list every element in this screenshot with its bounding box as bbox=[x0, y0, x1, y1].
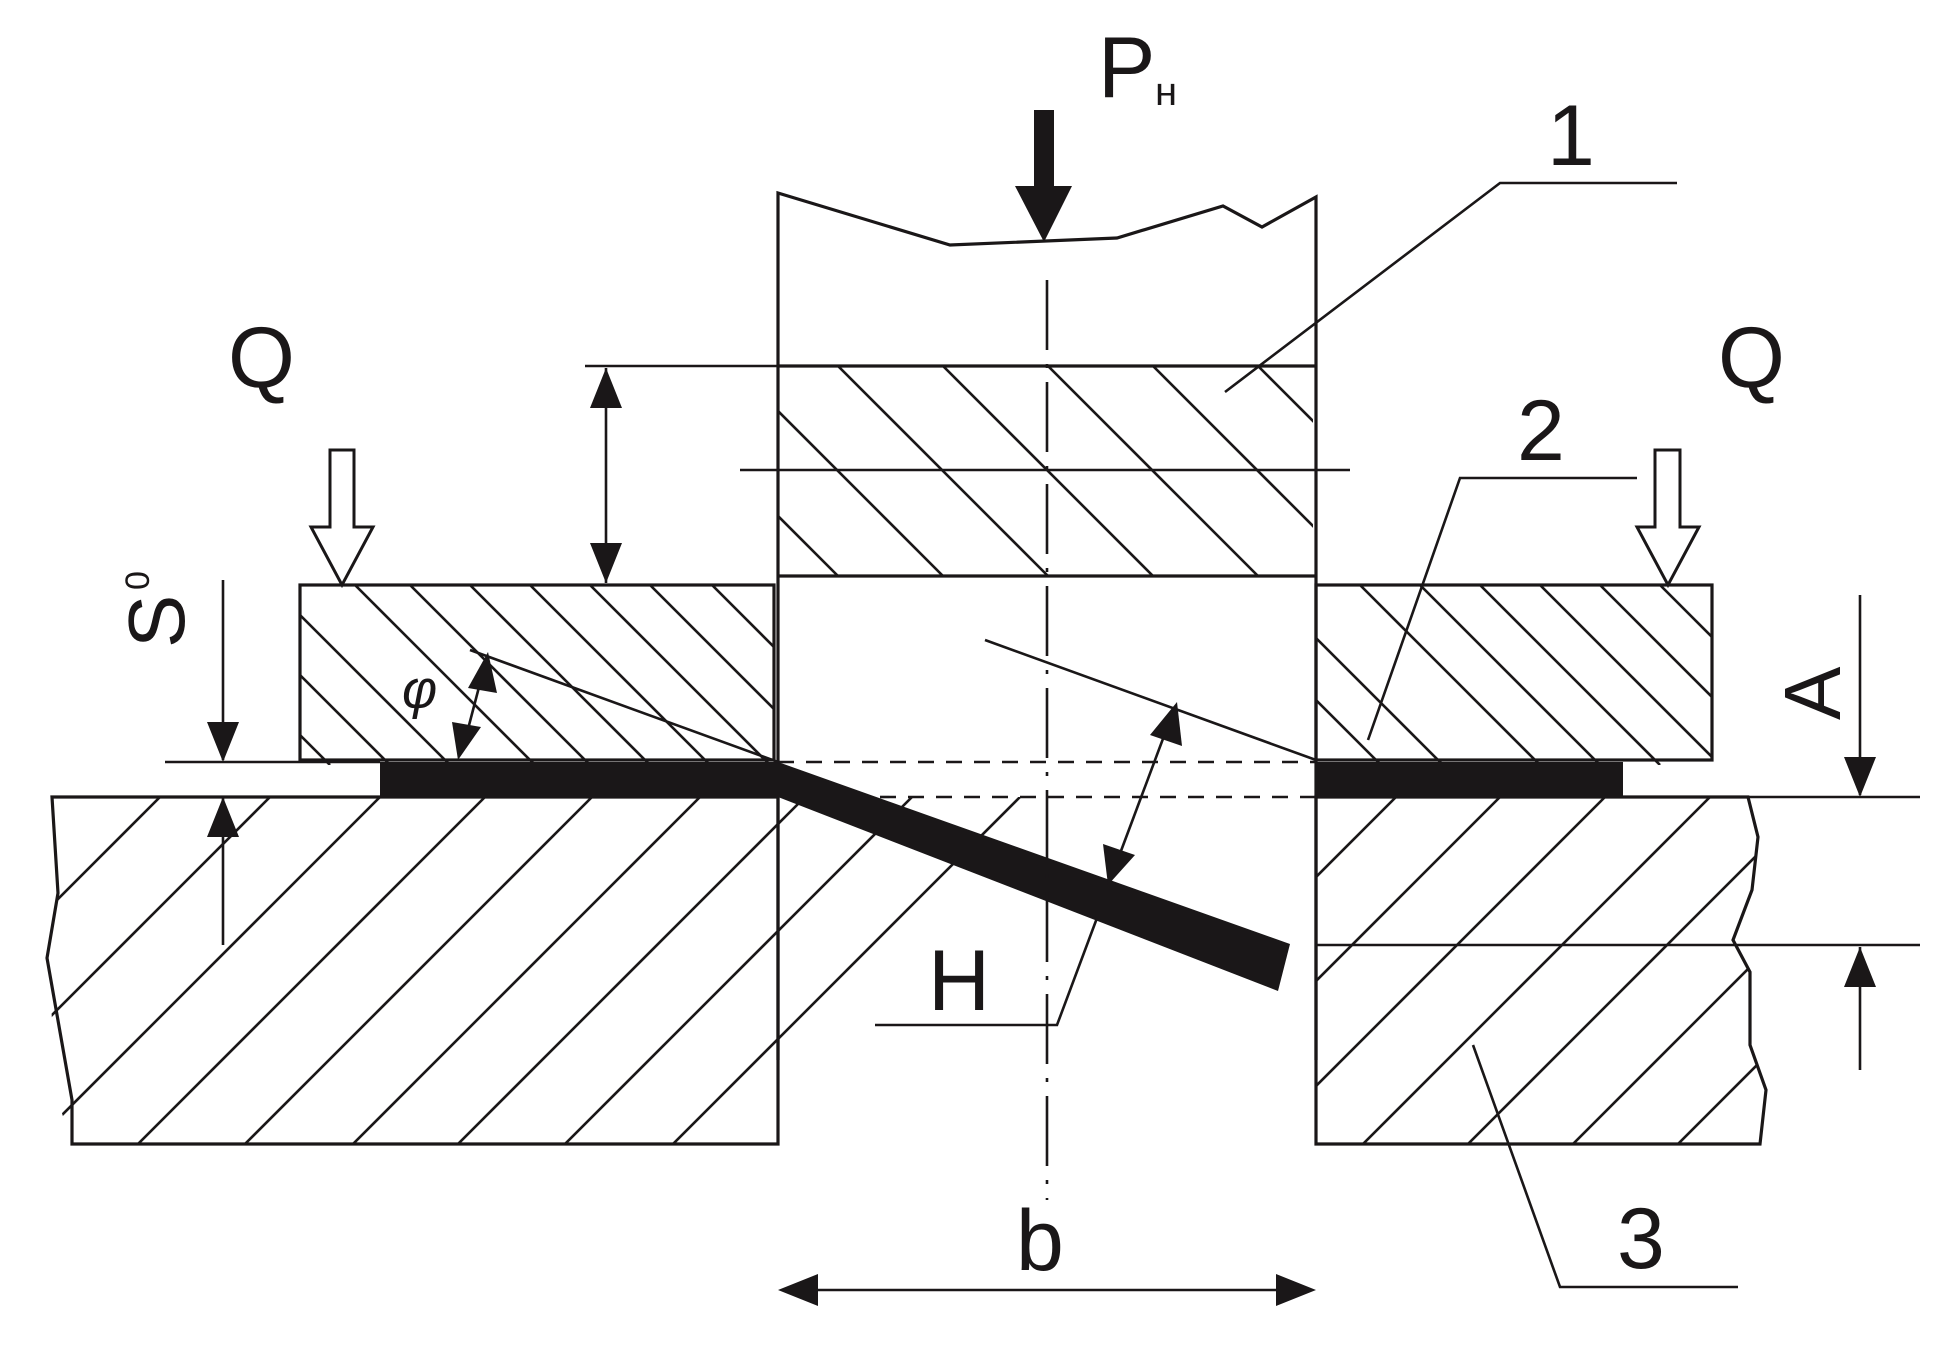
label-clamp-right: Q bbox=[1718, 310, 1785, 406]
blank-holder-left-outline bbox=[298, 583, 776, 762]
label-height: H bbox=[928, 933, 990, 1029]
label-force-punch: P bbox=[1098, 20, 1155, 116]
dimension-thickness bbox=[207, 580, 239, 945]
clamp-arrow-left bbox=[308, 448, 376, 589]
label-part-2: 2 bbox=[1517, 383, 1565, 479]
leader-part-1 bbox=[1224, 181, 1677, 394]
die-left-outline bbox=[45, 795, 780, 1146]
label-dimension-a: A bbox=[1768, 666, 1857, 720]
dimension-holder-height bbox=[585, 364, 778, 583]
label-part-3: 3 bbox=[1617, 1191, 1665, 1287]
blank-holder-left bbox=[298, 583, 776, 765]
sheet-left bbox=[380, 762, 778, 797]
force-arrow-punch bbox=[1015, 110, 1072, 242]
label-force-punch-subscript: н bbox=[1155, 70, 1177, 114]
label-width: b bbox=[1016, 1193, 1064, 1289]
angle-phi-line-right bbox=[984, 638, 1317, 762]
label-angle: φ bbox=[402, 660, 437, 720]
sheet-bent-part bbox=[778, 762, 1290, 991]
sheet-right bbox=[1316, 762, 1623, 797]
dimension-a bbox=[1316, 595, 1920, 1070]
sheet-blank bbox=[380, 762, 1623, 991]
die-right-outline bbox=[1314, 795, 1768, 1146]
label-clamp-left: Q bbox=[228, 310, 295, 406]
leader-part-2 bbox=[1366, 476, 1637, 741]
die-right bbox=[1314, 795, 1768, 1146]
angle-phi-arrow bbox=[452, 652, 497, 760]
angle-phi-line-left bbox=[469, 648, 779, 764]
blank-holder-right-outline bbox=[1314, 583, 1714, 762]
clamp-arrow-right bbox=[1634, 448, 1702, 589]
dimension-height bbox=[875, 702, 1182, 1027]
dimension-width bbox=[778, 1274, 1316, 1306]
die-left bbox=[45, 795, 1021, 1146]
label-thickness: S bbox=[112, 595, 201, 648]
blank-holder-right bbox=[1314, 583, 1714, 765]
leader-part-3 bbox=[1471, 1044, 1738, 1289]
label-part-1: 1 bbox=[1547, 88, 1595, 184]
punch-outline bbox=[776, 190, 1318, 1060]
punch bbox=[740, 190, 1350, 1060]
label-thickness-subscript: 0 bbox=[119, 571, 157, 590]
